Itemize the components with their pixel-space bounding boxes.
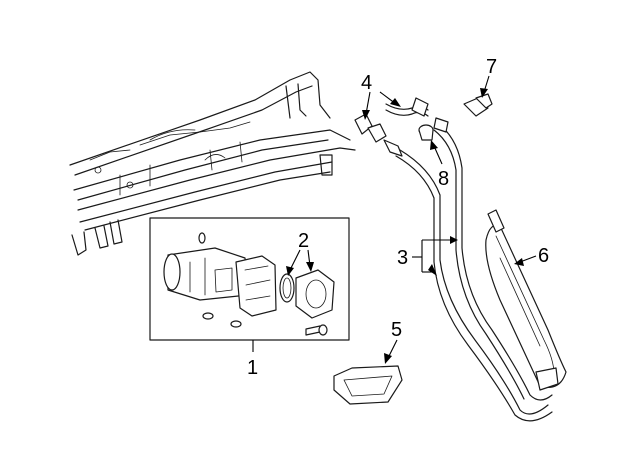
callout-3: 3 (397, 247, 408, 269)
washer-hoses (383, 117, 553, 422)
mounting-bolt (305, 324, 328, 336)
nozzle-connector (354, 97, 429, 143)
callout-5: 5 (391, 319, 402, 341)
pump-assembly-box (149, 217, 350, 341)
callout-1: 1 (247, 357, 258, 379)
body-frame-outline (69, 71, 356, 256)
reservoir-cap (333, 365, 403, 405)
callout-4: 4 (361, 72, 372, 94)
callout-7: 7 (486, 56, 497, 78)
callout-8: 8 (438, 168, 449, 190)
callout-2: 2 (298, 230, 309, 252)
callout-6: 6 (538, 245, 549, 267)
washer-pump-motor (163, 232, 277, 328)
level-sensor (463, 93, 493, 117)
callout-leaders (252, 75, 537, 364)
washer-reservoir (485, 209, 567, 391)
pump-grommet-seal (279, 273, 295, 303)
check-valve (418, 124, 434, 141)
pump-adapter-housing (295, 269, 335, 319)
